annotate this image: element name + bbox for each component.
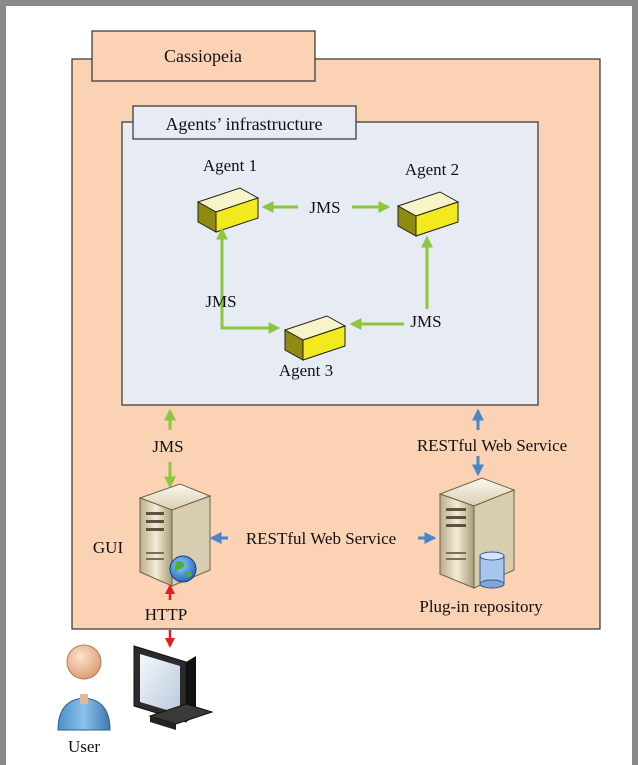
- cassiopeia-title: Cassiopeia: [164, 46, 242, 66]
- agent-1-label: Agent 1: [203, 156, 257, 175]
- gui-server-icon: [138, 483, 212, 587]
- gui-label: GUI: [93, 538, 124, 557]
- agent-3-label: Agent 3: [279, 361, 333, 380]
- globe-icon: [169, 555, 197, 583]
- repository-label: Plug-in repository: [419, 597, 543, 616]
- rest-label-infra-repository: RESTful Web Service: [417, 436, 567, 455]
- jms-label-agent2-agent3: JMS: [410, 312, 441, 331]
- agent-2-icon: [396, 191, 460, 237]
- jms-arrow-agent1-agent3: [216, 227, 281, 334]
- monitor-icon: [133, 645, 214, 730]
- http-label: HTTP: [145, 605, 188, 624]
- cassiopeia-title-tab: [91, 30, 316, 82]
- agents-infrastructure-tab: [132, 105, 357, 140]
- rest-label-gui-repository: RESTful Web Service: [246, 529, 396, 548]
- agent-1-icon: [196, 187, 260, 233]
- agents-infrastructure-title: Agents’ infrastructure: [165, 114, 322, 134]
- jms-label-infra-gui: JMS: [152, 437, 183, 456]
- database-icon: [479, 551, 505, 589]
- jms-label-agent1-agent2: JMS: [309, 198, 340, 217]
- agent-3-icon: [283, 315, 347, 361]
- user-icon: [57, 644, 111, 731]
- agent-2-label: Agent 2: [405, 160, 459, 179]
- jms-label-agent1-agent3: JMS: [205, 292, 236, 311]
- agents-infrastructure-box: [121, 121, 539, 406]
- user-label: User: [68, 737, 100, 756]
